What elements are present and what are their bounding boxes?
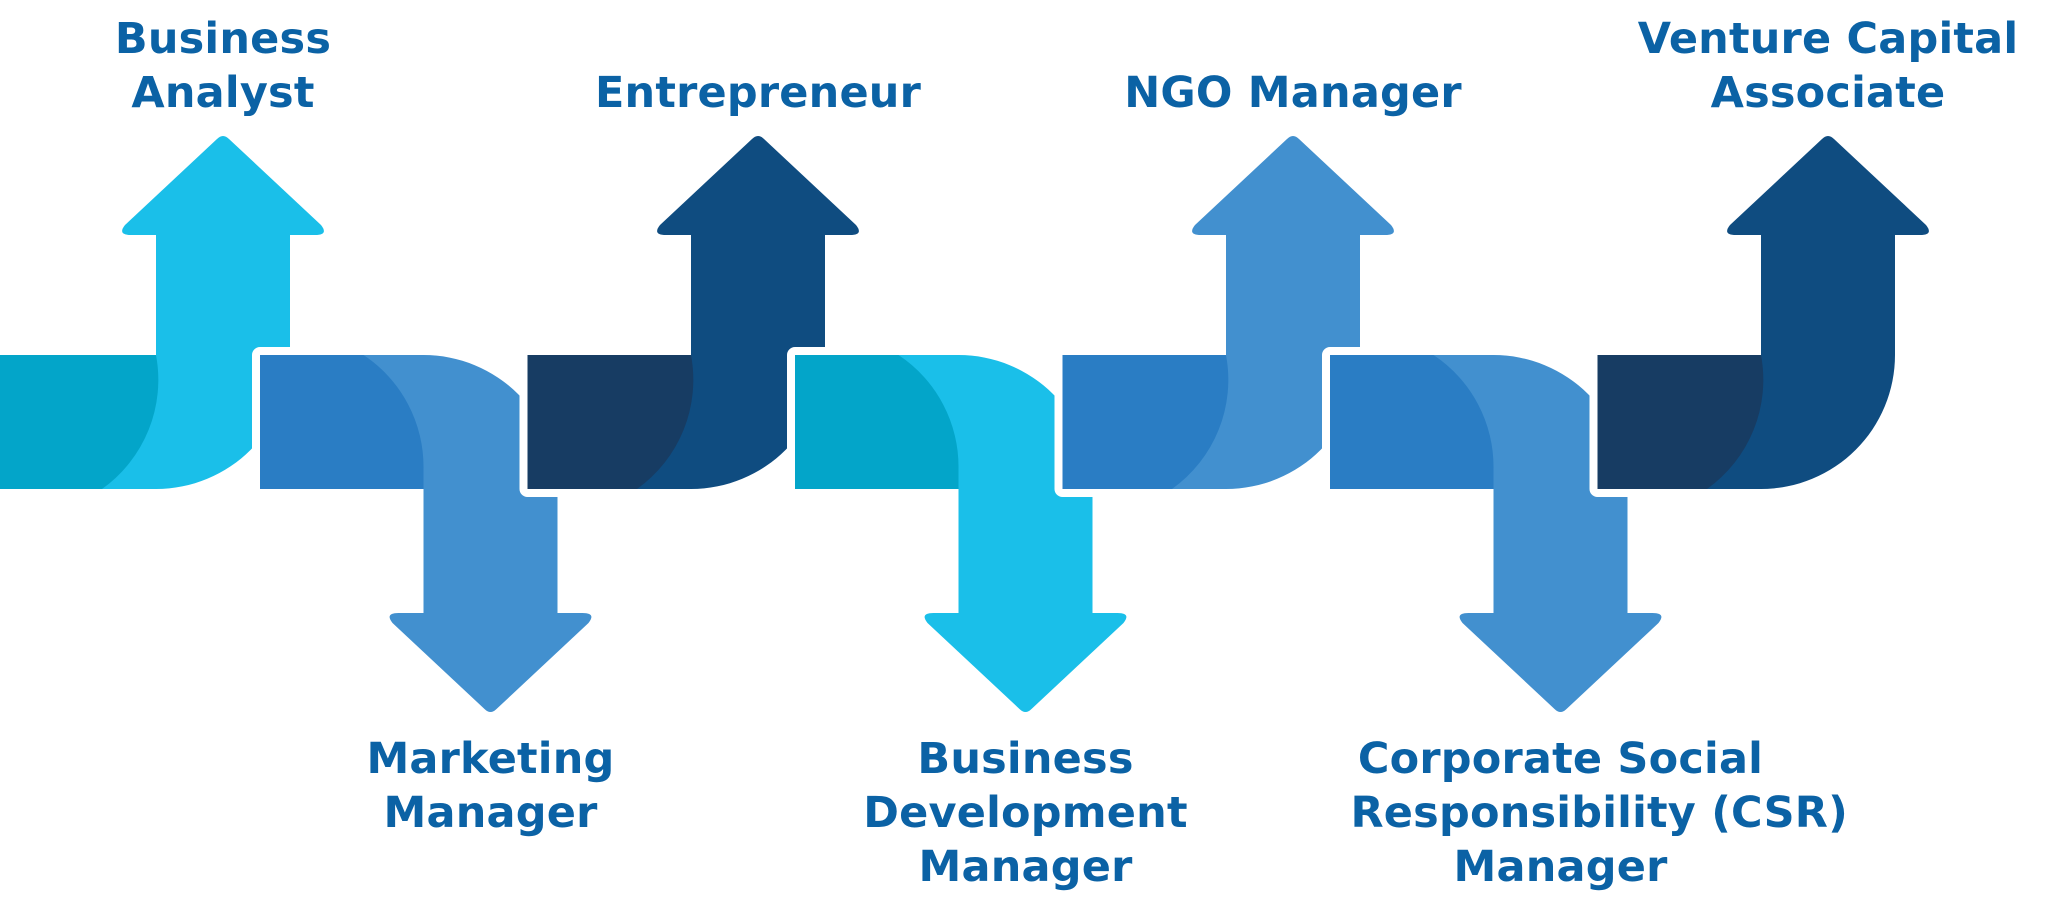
career-label-entrepreneur: Entrepreneur <box>594 68 922 118</box>
arrow-venture-capital-associate <box>1589 128 1937 497</box>
arrow-band-shade <box>1330 355 1494 489</box>
career-label-business-analyst: Business Analyst <box>114 14 332 118</box>
arrow-entrepreneur <box>519 128 867 497</box>
career-label-ngo-manager: NGO Manager <box>1124 68 1462 118</box>
arrow-business-development-manager <box>787 347 1135 720</box>
arrow-ngo-manager <box>1054 128 1402 497</box>
arrow-band-shade <box>1062 355 1229 489</box>
career-label-csr-manager: Corporate Social Responsibility (CSR) Ma… <box>1350 734 1848 892</box>
arrow-band-shade <box>260 355 424 489</box>
arrow-band-shade <box>795 355 959 489</box>
career-label-marketing-manager: Marketing Manager <box>366 734 615 838</box>
arrow-band-shade <box>0 355 159 489</box>
career-label-venture-capital-associate: Venture Capital Associate <box>1637 14 2019 118</box>
arrow-marketing-manager <box>252 347 600 720</box>
arrow-csr-manager <box>1322 347 1670 720</box>
arrow-band-shade <box>1597 355 1764 489</box>
arrow-business-analyst <box>0 128 332 497</box>
career-label-business-development-manager: Business Development Manager <box>863 734 1188 892</box>
arrow-band-shade <box>527 355 694 489</box>
